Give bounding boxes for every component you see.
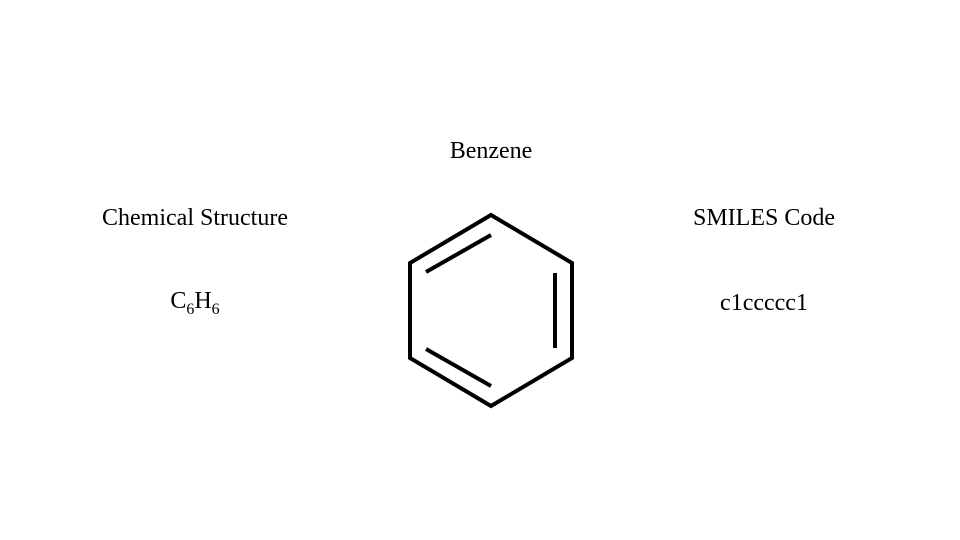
benzene-ring xyxy=(408,212,574,409)
formula-carbon-count: 6 xyxy=(186,301,195,318)
chemical-structure-heading: Chemical Structure xyxy=(102,205,288,231)
molecule-title: Benzene xyxy=(449,138,533,164)
formula-carbon-symbol: C xyxy=(170,288,187,314)
formula-hydrogen-count: 6 xyxy=(211,301,220,318)
double-bond-upper-left xyxy=(425,233,492,274)
molecular-formula: C6H6 xyxy=(170,287,220,318)
smiles-string: c1ccccc1 xyxy=(720,290,808,316)
double-bond-lower-left xyxy=(425,347,492,388)
formula-hydrogen-symbol: H xyxy=(194,288,212,314)
smiles-code-heading: SMILES Code xyxy=(692,205,836,231)
